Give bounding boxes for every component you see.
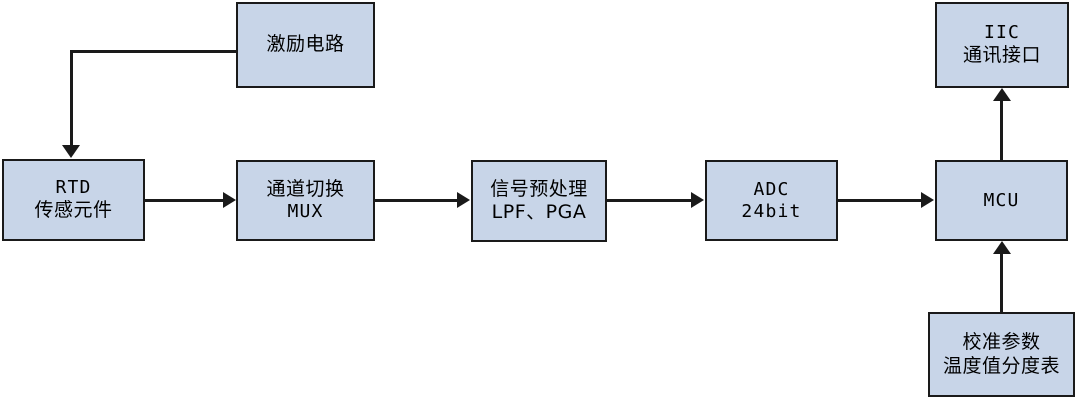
node-signal-preprocess-line-1: 信号预处理 bbox=[490, 177, 588, 200]
connector-excitation-to-rtd-horizontal bbox=[71, 50, 238, 53]
node-adc-line-2: 24bit bbox=[741, 200, 802, 222]
node-signal-preprocess-line-2: LPF、PGA bbox=[491, 201, 587, 223]
node-iic-interface[interactable]: IIC 通讯接口 bbox=[935, 2, 1069, 88]
node-iic-interface-line-1: IIC bbox=[983, 22, 1021, 44]
node-mux-line-1: 通道切换 bbox=[266, 177, 345, 200]
node-mux[interactable]: 通道切换 MUX bbox=[236, 160, 375, 241]
arrow-calibration-to-mcu bbox=[993, 241, 1011, 254]
connector-adc-to-mcu bbox=[838, 199, 922, 202]
connector-excitation-to-rtd-vertical bbox=[70, 50, 73, 145]
node-mcu-line-1: MCU bbox=[983, 189, 1020, 211]
node-rtd-sensor-line-1: RTD bbox=[55, 177, 92, 199]
arrow-adc-to-mcu bbox=[921, 192, 934, 208]
node-rtd-sensor[interactable]: RTD 传感元件 bbox=[2, 159, 145, 241]
arrow-rtd-to-mux bbox=[223, 192, 236, 208]
arrow-preprocess-to-adc bbox=[691, 192, 704, 208]
node-mux-line-2: MUX bbox=[287, 201, 324, 223]
connector-mux-to-preprocess bbox=[375, 199, 458, 202]
arrow-mux-to-preprocess bbox=[457, 192, 470, 208]
connector-mcu-to-iic bbox=[1000, 100, 1003, 162]
node-adc-line-1: ADC bbox=[753, 178, 790, 200]
arrow-excitation-to-rtd bbox=[62, 145, 80, 158]
connector-calibration-to-mcu bbox=[1000, 253, 1003, 313]
node-signal-preprocess[interactable]: 信号预处理 LPF、PGA bbox=[471, 160, 607, 242]
node-iic-interface-line-2: 通讯接口 bbox=[962, 44, 1041, 67]
node-adc[interactable]: ADC 24bit bbox=[705, 160, 838, 241]
node-mcu[interactable]: MCU bbox=[935, 160, 1068, 241]
node-excitation[interactable]: 激励电路 bbox=[236, 2, 375, 88]
node-rtd-sensor-line-2: 传感元件 bbox=[34, 199, 113, 222]
arrow-mcu-to-iic bbox=[993, 88, 1011, 101]
connector-rtd-to-mux bbox=[145, 199, 224, 202]
node-calibration-table[interactable]: 校准参数 温度值分度表 bbox=[928, 312, 1075, 397]
node-excitation-line-1: 激励电路 bbox=[266, 33, 345, 56]
connector-preprocess-to-adc bbox=[607, 199, 692, 202]
node-calibration-table-line-1: 校准参数 bbox=[962, 331, 1041, 354]
node-calibration-table-line-2: 温度值分度表 bbox=[942, 354, 1060, 377]
